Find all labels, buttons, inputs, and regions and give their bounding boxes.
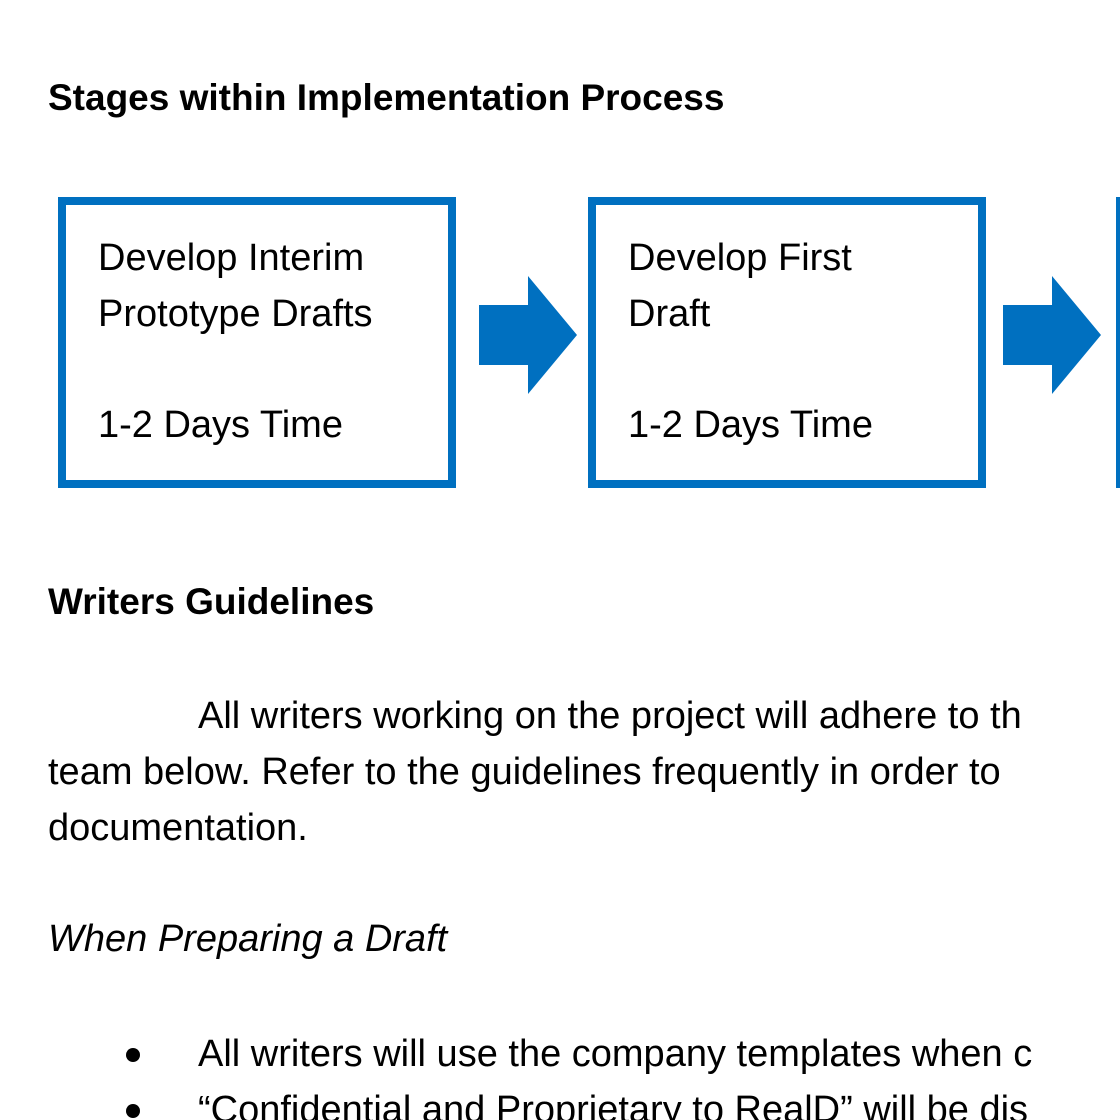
stage-time: 1-2 Days Time [98,404,343,446]
subheading-preparing-draft: When Preparing a Draft [48,918,448,960]
bullet-icon [126,1104,140,1118]
bullet-text: “Confidential and Proprietary to RealD” … [198,1089,1029,1120]
stage-box-first-draft: Develop First Draft 1-2 Days Time [588,197,986,488]
section-heading-writers-guidelines: Writers Guidelines [48,581,375,622]
bullet-icon [126,1048,140,1062]
section-heading-stages: Stages within Implementation Process [48,77,725,118]
right-arrow-icon [479,276,577,394]
stage-title: Develop First Draft [628,237,852,335]
stage-time: 1-2 Days Time [628,404,873,446]
bullet-text: All writers will use the company templat… [198,1033,1033,1075]
stage-title: Develop Interim Prototype Drafts [98,237,373,335]
stage-box-next-cropped [1116,197,1120,488]
paragraph-line: All writers working on the project will … [198,695,1022,737]
stage-box-interim-drafts: Develop Interim Prototype Drafts 1-2 Day… [58,197,456,488]
paragraph-line: documentation. [48,807,308,849]
paragraph-line: team below. Refer to the guidelines freq… [48,751,1001,793]
right-arrow-icon [1003,276,1101,394]
